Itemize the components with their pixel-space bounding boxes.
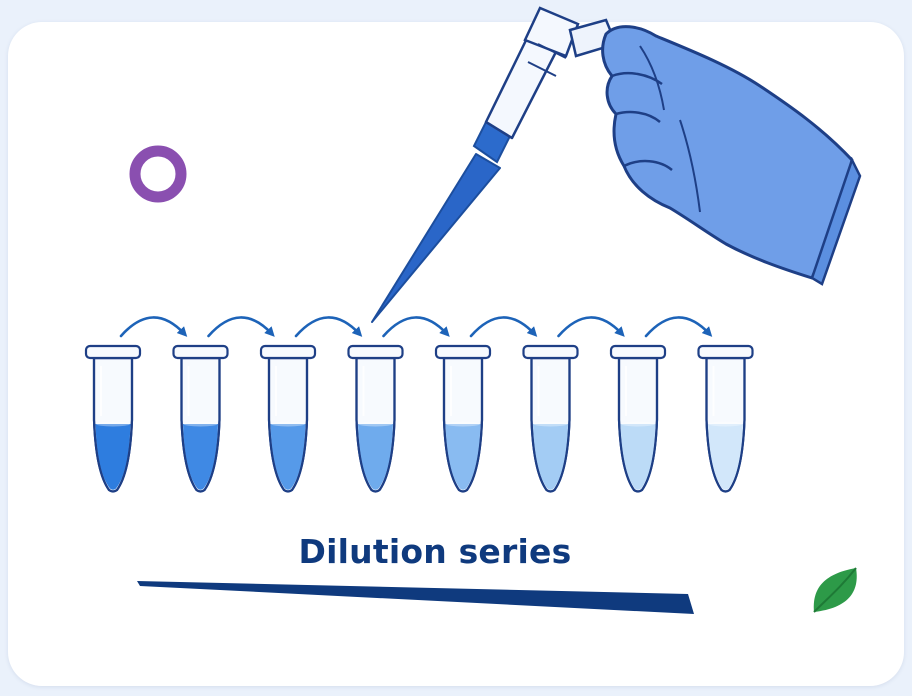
tube-liquid <box>183 424 218 490</box>
tube <box>84 344 142 493</box>
tube-rim <box>697 344 754 360</box>
tube-liquid <box>358 424 393 490</box>
transfer-arrow <box>294 316 363 338</box>
tube-liquid <box>445 424 481 490</box>
tube <box>172 344 229 493</box>
tube <box>697 344 754 493</box>
tube <box>434 344 492 493</box>
leaf-icon <box>813 567 857 613</box>
gloved-hand <box>601 25 862 286</box>
tube-liquid <box>708 424 743 490</box>
tube <box>259 344 317 493</box>
transfer-arrow <box>382 316 450 338</box>
tube-rim <box>609 344 667 360</box>
tube <box>609 344 667 493</box>
tube-liquid <box>95 424 131 490</box>
transfer-arrow <box>644 316 713 338</box>
tube-liquid <box>533 424 568 490</box>
transfer-arrow <box>557 316 625 338</box>
transfer-arrow <box>119 316 188 338</box>
tube-rim <box>347 344 404 360</box>
transfer-arrows <box>119 316 713 338</box>
tube-liquid <box>620 424 656 490</box>
transfer-arrow <box>207 316 275 338</box>
tube-rim <box>84 344 142 360</box>
tube-rim <box>172 344 229 360</box>
pipette <box>371 6 618 323</box>
tube <box>522 344 579 493</box>
diagram-caption: Dilution series <box>298 532 572 571</box>
gradient-wedge <box>137 581 694 614</box>
transfer-arrow <box>469 316 538 338</box>
ring-icon <box>129 145 187 203</box>
tube-rim <box>522 344 579 360</box>
tube <box>347 344 404 493</box>
tube-rim <box>434 344 492 360</box>
tube-rim <box>259 344 317 360</box>
tube-rack <box>84 344 754 493</box>
pipette-tip <box>371 153 501 323</box>
tube-liquid <box>270 424 306 490</box>
